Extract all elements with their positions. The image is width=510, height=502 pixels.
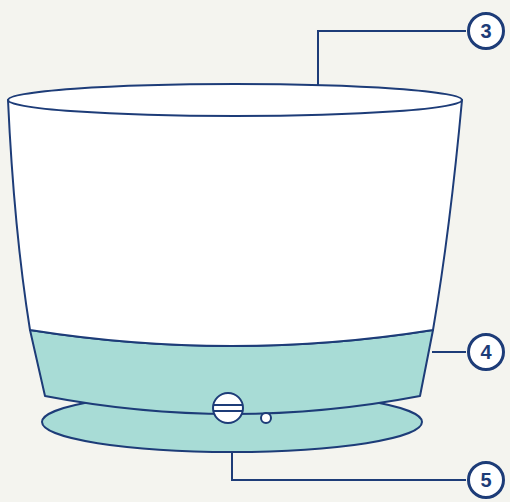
callout-number: 5	[480, 470, 491, 490]
callout-number: 3	[480, 21, 491, 41]
callout-circle: 5	[467, 461, 505, 499]
leader-line	[318, 31, 466, 86]
indicator-light	[261, 413, 271, 423]
leader-line	[232, 452, 466, 480]
callout-number: 4	[480, 342, 491, 362]
knob-slot	[213, 405, 243, 411]
callout-circle: 4	[467, 333, 505, 371]
bowl-rim	[8, 84, 462, 116]
callout-circle: 3	[467, 12, 505, 50]
leader-line	[432, 351, 466, 353]
control-knob	[213, 393, 243, 423]
bowl-body	[8, 100, 462, 346]
